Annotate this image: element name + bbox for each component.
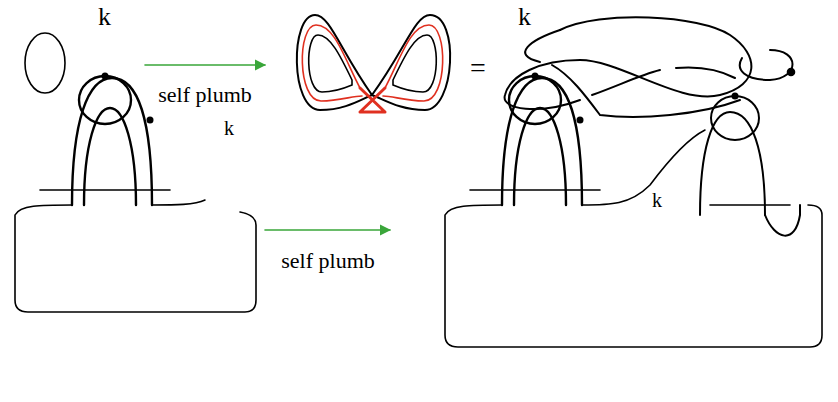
framing-label: k: [224, 118, 234, 138]
equals-sign: =: [470, 54, 486, 82]
attaching-curve: [445, 130, 822, 347]
unknot: [25, 33, 65, 93]
framing-label: k: [652, 190, 662, 210]
operation-label: self plumb: [158, 84, 252, 106]
operation-label: self plumb: [281, 250, 375, 272]
green-arrow: [265, 229, 390, 231]
self-plumbed-band: [297, 15, 450, 112]
attaching-curve: [15, 200, 256, 312]
framing-label: k: [98, 4, 111, 30]
framing-label: k: [518, 4, 531, 30]
green-arrow: [145, 64, 265, 66]
new-handle: [700, 93, 800, 236]
handle-figure: [40, 73, 170, 206]
